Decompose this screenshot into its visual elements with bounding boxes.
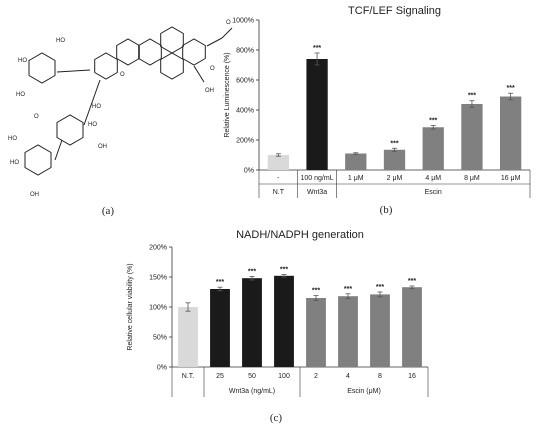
significance-mark: *** (216, 279, 224, 286)
atom-label: HO (92, 104, 101, 110)
chart-title: NADH/NADPH generation (236, 229, 364, 241)
bar (345, 153, 367, 170)
chart-title: TCF/LEF Signaling (348, 5, 441, 17)
ring-4 (160, 52, 184, 80)
x-tick-label: 16 μM (501, 175, 521, 182)
group-label: N.T (273, 189, 285, 196)
atom-label: HO (8, 136, 17, 142)
ester-bond (206, 37, 223, 47)
atom-label: O (210, 66, 215, 72)
significance-mark: *** (390, 140, 398, 147)
panel-label-c: (c) (270, 412, 283, 424)
panel-label-b: (b) (380, 204, 393, 216)
group-label: Wnt3a (307, 189, 327, 196)
bar (338, 296, 358, 367)
bar (383, 149, 406, 170)
atom-label: HO (56, 38, 65, 44)
ring-3 (160, 26, 184, 54)
significance-mark: *** (313, 45, 321, 52)
significance-mark: *** (376, 284, 384, 291)
y-tick-label: 200% (236, 138, 254, 145)
bar (461, 104, 483, 170)
x-tick-label: 8 μM (464, 175, 480, 182)
x-tick-label: 16 (408, 373, 416, 380)
bar (370, 294, 390, 367)
significance-mark: *** (507, 85, 515, 92)
y-tick-label: 150% (149, 275, 167, 282)
escin-structure-drawing: HO HO HO O HO OH OH HO HO OH HO O O O (8, 20, 233, 198)
bar (242, 278, 262, 367)
bar (267, 155, 290, 170)
significance-mark: *** (344, 286, 352, 293)
atom-label: HO (10, 160, 19, 166)
x-tick-label: 100 ng/mL (301, 175, 334, 182)
x-tick-label: 50 (248, 373, 256, 380)
y-tick-label: 800% (236, 48, 254, 55)
x-tick-label: 100 (278, 373, 290, 380)
y-tick-label: 600% (236, 78, 254, 85)
significance-mark: *** (248, 268, 256, 275)
significance-mark: *** (312, 288, 320, 295)
atom-label: HO (16, 92, 25, 98)
group-label: Escin (425, 189, 442, 196)
x-tick-label: 8 (378, 373, 382, 380)
bar (306, 59, 328, 170)
y-axis-label: Relative Luminescence (%) (224, 52, 231, 137)
x-tick-label: 2 (314, 373, 318, 380)
atom-label: HO (88, 122, 97, 128)
significance-mark: *** (429, 117, 437, 124)
atom-label: HO (18, 58, 27, 64)
ring-2 (138, 38, 162, 66)
bar (178, 307, 198, 367)
sugar-ring-1 (28, 52, 56, 84)
ring-1 (116, 38, 140, 66)
y-tick-label: 200% (149, 245, 167, 252)
x-tick-label: 25 (216, 373, 224, 380)
bar (306, 298, 326, 367)
group-label: Escin (μM) (347, 388, 381, 395)
atom-label: OH (30, 192, 39, 198)
bar (422, 127, 444, 170)
atom-label: OH (98, 144, 107, 150)
x-tick-label: 2 μM (387, 175, 403, 182)
glycosidic-bond-2 (83, 79, 101, 126)
x-tick-label: - (277, 175, 280, 182)
panel-label-a: (a) (102, 205, 115, 217)
glycosidic-bond-3 (54, 139, 63, 161)
x-tick-label: 4 (346, 373, 350, 380)
sugar-ring-2 (56, 114, 84, 146)
ring-5 (182, 38, 206, 66)
y-tick-label: 1000% (232, 18, 254, 25)
y-tick-label: 100% (149, 305, 167, 312)
y-axis-label: Relative cellular viability (%) (127, 263, 134, 350)
significance-mark: *** (468, 93, 476, 100)
y-tick-label: 400% (236, 108, 254, 115)
x-tick-label: 1 μM (348, 175, 364, 182)
atom-label: O (226, 20, 231, 26)
bar (210, 289, 230, 367)
significance-mark: *** (280, 267, 288, 274)
group-label: Wnt3a (ng/mL) (229, 388, 275, 395)
hydroxyl-bond (193, 65, 205, 83)
ester-chain (221, 27, 233, 39)
y-tick-label: 0% (244, 168, 254, 175)
ring-6 (94, 52, 118, 80)
glycosidic-bond-1 (56, 69, 91, 73)
bar (402, 287, 422, 367)
x-tick-label: 4 μM (425, 175, 441, 182)
atom-label: O (120, 72, 125, 78)
x-tick-label: N.T. (182, 373, 195, 380)
atom-label: OH (205, 88, 214, 94)
atom-label: O (34, 114, 39, 120)
y-tick-label: 0% (157, 365, 167, 372)
bar (274, 275, 294, 367)
sugar-ring-3 (24, 144, 52, 176)
significance-mark: *** (408, 278, 416, 285)
y-tick-label: 50% (153, 335, 167, 342)
bar (499, 96, 522, 170)
